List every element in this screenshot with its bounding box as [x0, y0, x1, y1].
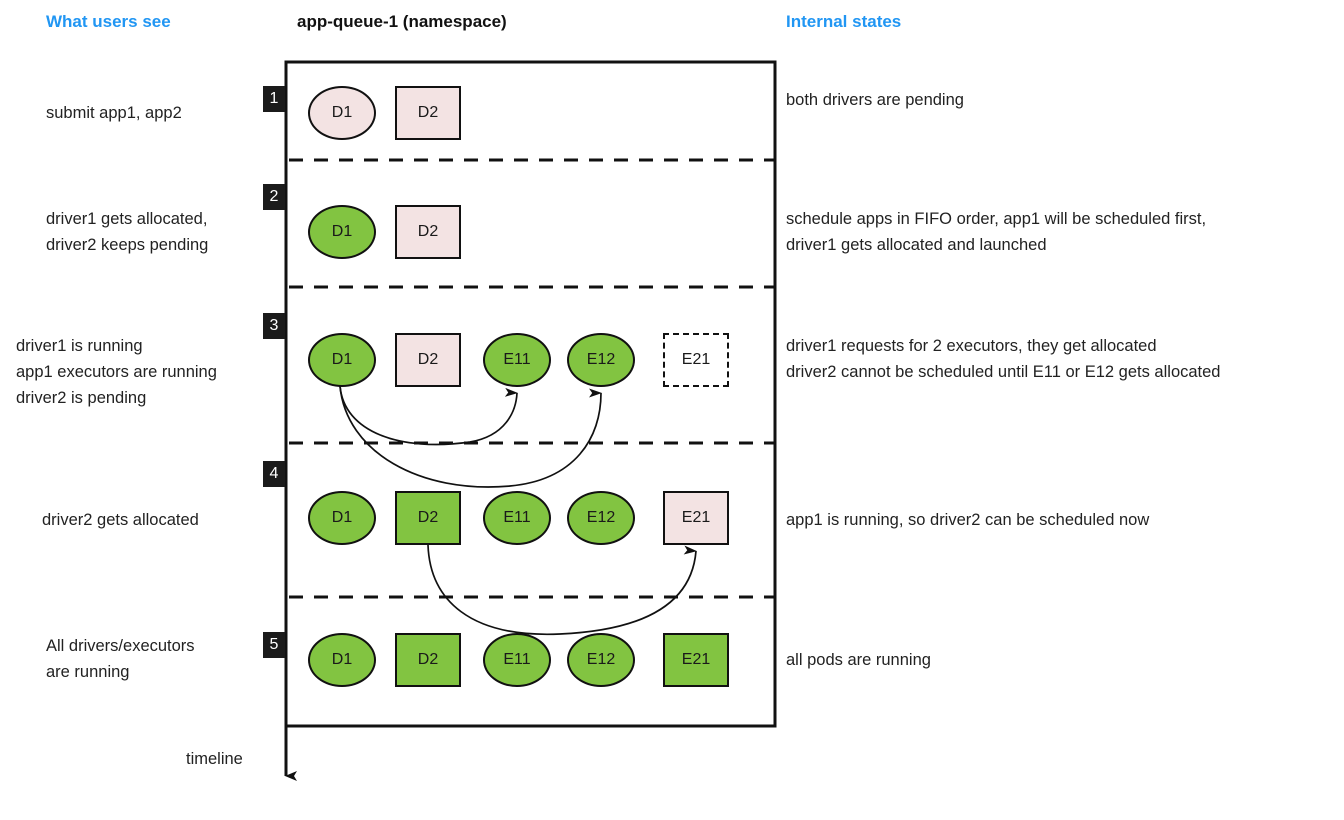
step-5-users-see: All drivers/executors are running [46, 637, 195, 681]
step-1-users-see: submit app1, app2 [46, 104, 182, 122]
step-1-internal-state: both drivers are pending [786, 91, 964, 109]
step-3-internal-state: driver1 requests for 2 executors, they g… [786, 337, 1221, 381]
step-badge-4: 4 [263, 461, 285, 487]
step-3-users-see: driver1 is running app1 executors are ru… [16, 337, 217, 407]
pod-step4-d1[interactable]: D1 [308, 491, 376, 545]
header-namespace-title: app-queue-1 (namespace) [297, 12, 507, 31]
pod-step3-d2[interactable]: D2 [395, 333, 461, 387]
pod-step5-e12[interactable]: E12 [567, 633, 635, 687]
step-badge-1: 1 [263, 86, 285, 112]
step-5-internal-state: all pods are running [786, 651, 931, 669]
pod-step5-d1[interactable]: D1 [308, 633, 376, 687]
pod-step4-e12[interactable]: E12 [567, 491, 635, 545]
pod-step5-e21[interactable]: E21 [663, 633, 729, 687]
pod-step3-e21-placeholder[interactable]: E21 [663, 333, 729, 387]
arrow-d1-to-e12 [339, 385, 602, 488]
header-internal-states: Internal states [786, 12, 902, 31]
arrow-d1-to-e11 [339, 385, 518, 446]
pod-step4-d2[interactable]: D2 [395, 491, 461, 545]
pod-step4-e21[interactable]: E21 [663, 491, 729, 545]
pod-step2-d2[interactable]: D2 [395, 205, 461, 259]
step-badge-3: 3 [263, 313, 285, 339]
pod-step1-d2[interactable]: D2 [395, 86, 461, 140]
namespace-box [284, 60, 777, 728]
pod-step4-e11[interactable]: E11 [483, 491, 551, 545]
step-2-users-see: driver1 gets allocated, driver2 keeps pe… [46, 210, 209, 254]
pod-step5-d2[interactable]: D2 [395, 633, 461, 687]
timeline-label: timeline [186, 750, 243, 768]
step-4-internal-state: app1 is running, so driver2 can be sched… [786, 511, 1150, 529]
step-4-users-see: driver2 gets allocated [42, 511, 199, 529]
header-what-users-see: What users see [46, 12, 171, 31]
arrow-d2-to-e21 [427, 544, 697, 636]
pod-step2-d1[interactable]: D1 [308, 205, 376, 259]
pod-step3-e11[interactable]: E11 [483, 333, 551, 387]
pod-step3-d1[interactable]: D1 [308, 333, 376, 387]
pod-step5-e11[interactable]: E11 [483, 633, 551, 687]
step-2-internal-state: schedule apps in FIFO order, app1 will b… [786, 210, 1207, 254]
step-badge-2: 2 [263, 184, 285, 210]
pod-step1-d1[interactable]: D1 [308, 86, 376, 140]
step-badge-5: 5 [263, 632, 285, 658]
pod-step3-e12[interactable]: E12 [567, 333, 635, 387]
